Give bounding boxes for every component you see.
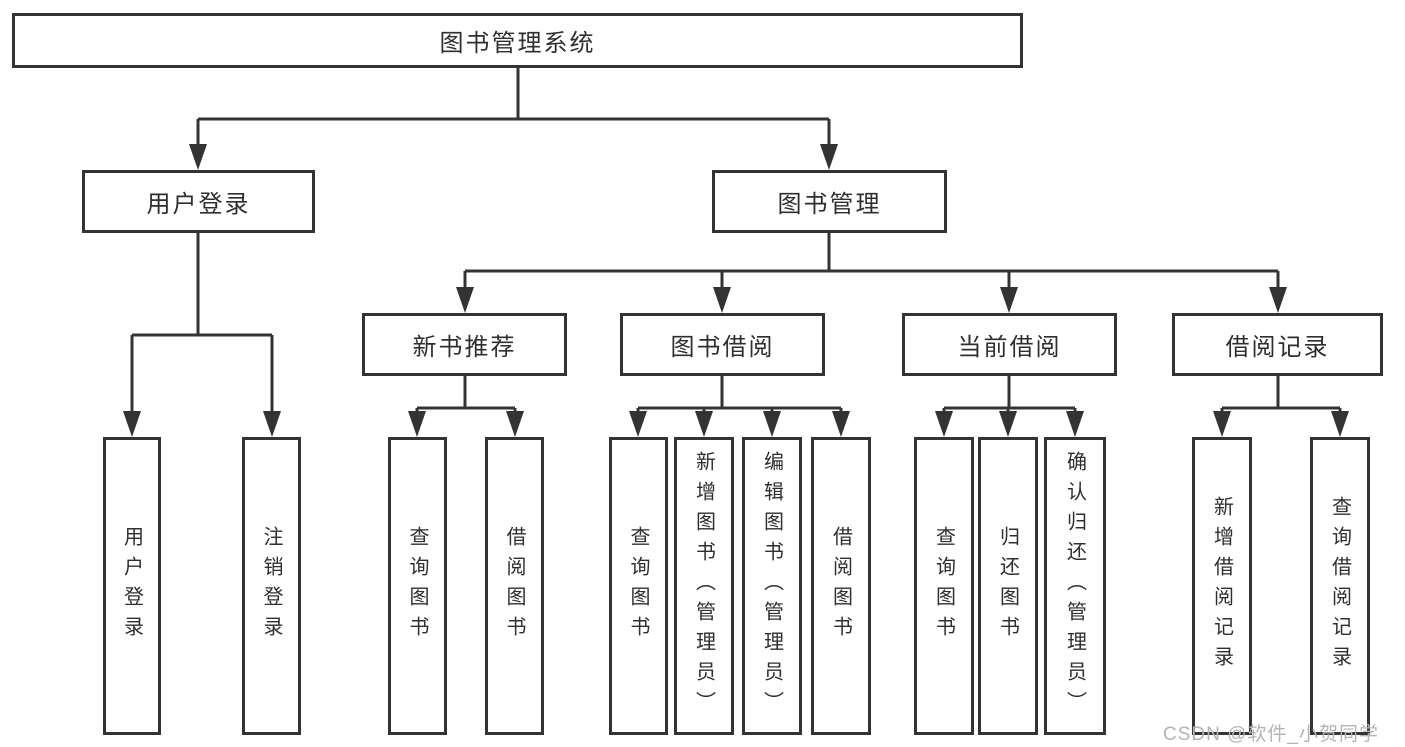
leaf-return-book: 归还图书 (978, 437, 1038, 735)
node-user-login: 用户登录 (82, 170, 315, 233)
leaf-query-books-1: 查询图书 (388, 437, 447, 735)
node-book-management: 图书管理 (712, 170, 947, 233)
leaf-borrow-book-1: 借阅图书 (485, 437, 544, 735)
node-current-borrow: 当前借阅 (902, 313, 1117, 376)
leaf-user-login: 用户登录 (103, 437, 161, 735)
leaf-borrow-book-2: 借阅图书 (811, 437, 871, 735)
node-new-book-recommend: 新书推荐 (362, 313, 567, 376)
leaf-query-books-2: 查询图书 (609, 437, 668, 735)
node-borrow-records: 借阅记录 (1172, 313, 1383, 376)
leaf-edit-book-admin: 编辑图书（管理员） (742, 437, 802, 735)
leaf-logout: 注销登录 (242, 437, 301, 735)
node-book-borrow: 图书借阅 (620, 313, 825, 376)
node-root: 图书管理系统 (12, 13, 1023, 68)
leaf-query-borrow-record: 查询借阅记录 (1310, 437, 1370, 735)
leaf-query-books-3: 查询图书 (914, 437, 974, 735)
leaf-add-borrow-record: 新增借阅记录 (1192, 437, 1252, 735)
csdn-watermark: CSDN @软件_小贺同学 (1163, 724, 1379, 745)
leaf-add-book-admin: 新增图书（管理员） (674, 437, 734, 735)
leaf-confirm-return-admin: 确认归还（管理员） (1044, 437, 1106, 735)
